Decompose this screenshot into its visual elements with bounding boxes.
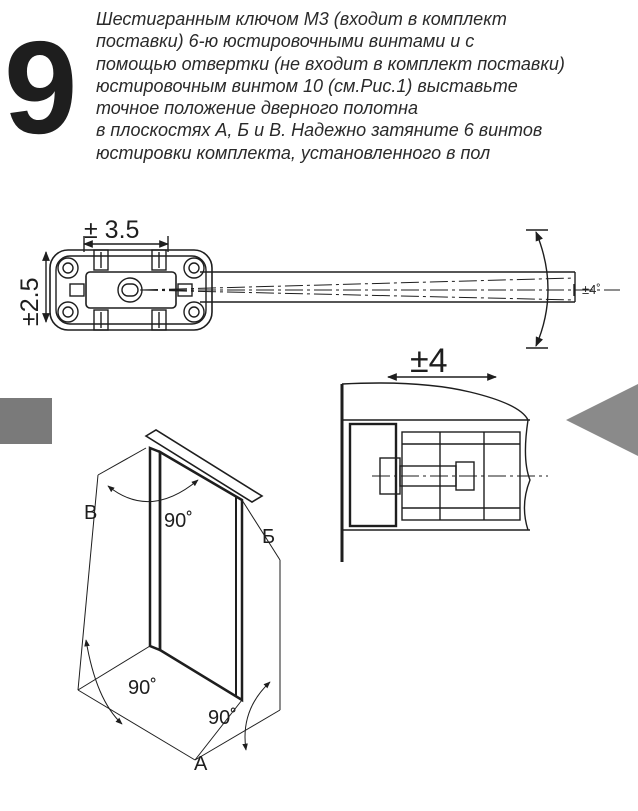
pivot-slot	[121, 283, 139, 297]
mount-hole-inner	[62, 262, 74, 274]
top-mechanism-diagram: ± 3.5 ±2.5	[16, 216, 620, 349]
break-line-top	[341, 382, 529, 421]
deviation-line	[139, 289, 576, 301]
deviation-line	[139, 277, 576, 291]
dim-vertical-label: ±2.5	[16, 278, 44, 326]
dim-horizontal-label: ± 3.5	[84, 216, 139, 244]
step-number: 9	[4, 14, 77, 161]
door-top-beam	[144, 429, 264, 503]
adjust-screw	[151, 249, 167, 271]
angle-label: ±4˚	[582, 282, 601, 297]
door-left-edge	[148, 446, 162, 652]
break-line-right	[523, 419, 531, 531]
plane-line	[97, 447, 147, 476]
angle-arc-bottom-left	[84, 639, 123, 725]
instruction-line: Шестигранным ключом М3 (входит в комплек…	[96, 9, 507, 29]
channel-left	[348, 422, 398, 528]
mount-hole-inner	[188, 306, 200, 318]
instruction-line: юстировочным винтом 10 (см.Рис.1) выстав…	[96, 75, 518, 96]
adjust-screw	[151, 309, 167, 331]
angle-arc	[535, 231, 549, 347]
plane-line	[241, 499, 281, 561]
mount-hole-inner	[62, 306, 74, 318]
door-leaf	[158, 449, 244, 703]
instruction-line: юстировки комплекта, установленного в по…	[96, 142, 491, 163]
plane-line	[194, 699, 243, 761]
dim-label-4: ±4	[410, 342, 448, 380]
door-isometric-diagram: В Б А 90˚ 90˚ 90˚	[77, 429, 281, 775]
angle-arc-bottom-right	[242, 681, 271, 751]
adjust-screw	[93, 309, 109, 331]
instruction-line: точное положение дверного полотна	[96, 98, 419, 119]
plane-label-b: Б	[262, 526, 275, 548]
plane-line	[77, 689, 196, 761]
instruction-line: поставки) 6-ю юстировочными винтами и с	[96, 31, 475, 52]
instruction-line: помощью отвертки (не входит в комплект п…	[96, 53, 565, 74]
angle-label-bottom-left: 90˚	[128, 677, 157, 699]
mount-hole	[57, 257, 79, 279]
mount-hole-inner	[188, 262, 200, 274]
instruction-line: в плоскостях А, Б и В. Надежно затяните …	[96, 120, 543, 141]
angle-label-top: 90˚	[164, 510, 193, 532]
angle-arc-top	[107, 479, 199, 503]
cross-section-diagram: ±4	[340, 342, 548, 562]
plane-line	[77, 474, 99, 691]
grey-marker-block	[0, 398, 52, 444]
mount-hole	[183, 257, 205, 279]
adjust-screw	[93, 249, 109, 271]
angle-label-bottom-right: 90˚	[208, 707, 237, 729]
plane-label-a: А	[194, 753, 208, 775]
plane-label-v: В	[84, 502, 97, 524]
side-screw	[69, 283, 85, 297]
mount-hole	[57, 301, 79, 323]
instruction-text: Шестигранным ключом М3 (входит в комплек…	[96, 8, 636, 164]
mount-hole	[183, 301, 205, 323]
base-plate	[49, 249, 213, 331]
grey-marker-triangle	[566, 384, 638, 456]
